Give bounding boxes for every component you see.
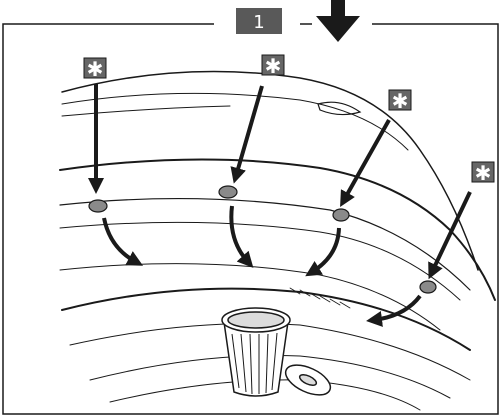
rim-arc-3 (69, 323, 471, 381)
pointer-arrow-3 (340, 119, 391, 207)
tread-holes (88, 185, 437, 294)
hole-3 (332, 208, 350, 222)
rim-arc-4 (89, 355, 451, 399)
valve-detail (317, 101, 362, 116)
asterisk-icon: ✱ (265, 54, 282, 78)
rim-arc-2 (61, 287, 471, 351)
tire-arc-5 (59, 197, 471, 291)
step-badge: 1 (236, 8, 282, 34)
pointer-arrow-2 (230, 85, 264, 184)
curved-arrow-4 (366, 294, 422, 327)
asterisk-icon: ✱ (392, 89, 409, 113)
asterisk-icon: ✱ (87, 57, 104, 81)
asterisk-icon: ✱ (475, 161, 492, 185)
tire-outer-arc (61, 70, 479, 271)
asterisk-marker-2: ✱ (261, 54, 285, 78)
pointer-arrows (88, 84, 472, 280)
hole-1 (88, 199, 108, 213)
asterisk-marker-1: ✱ (83, 57, 107, 81)
tire-arc-6 (59, 221, 461, 301)
down-arrow-icon (316, 0, 360, 42)
tire-arc-2 (61, 92, 409, 151)
hole-4 (419, 280, 437, 294)
tire-tread-arc (59, 158, 496, 301)
tire-arc-3 (61, 105, 231, 117)
curved-arrow-3 (305, 227, 341, 277)
curved-arrow-1 (102, 217, 144, 266)
trash-can-icon (221, 307, 332, 397)
trash-can-ribs (231, 332, 278, 395)
hole-2 (218, 185, 238, 199)
curved-arrow-2 (229, 205, 254, 268)
trash-can-body (223, 321, 289, 397)
curved-arrows (102, 205, 422, 327)
diagram-frame (2, 23, 499, 415)
asterisk-marker-4: ✱ (471, 161, 495, 185)
pointer-arrow-4 (428, 191, 472, 280)
asterisk-marker-3: ✱ (388, 89, 412, 113)
trash-can-lid (284, 364, 332, 396)
tread-hatch (289, 287, 351, 309)
asterisk-markers: ✱ ✱ ✱ ✱ (83, 54, 495, 185)
step-number: 1 (253, 12, 264, 33)
